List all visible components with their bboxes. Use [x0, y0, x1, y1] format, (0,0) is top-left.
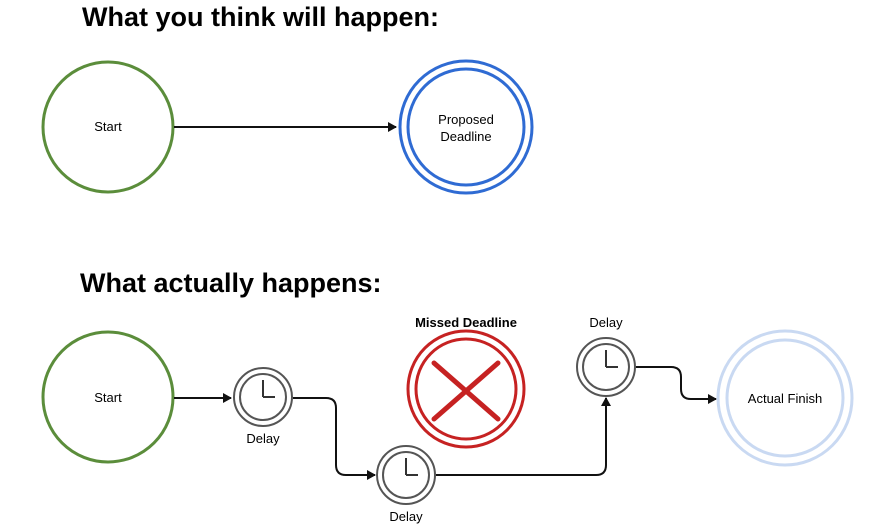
actual-start-label: Start: [94, 390, 122, 405]
heading-actual: What actually happens:: [80, 268, 382, 298]
delay-node-2: Delay: [376, 445, 436, 524]
actual-finish-node: Actual Finish: [716, 329, 854, 467]
expected-start-node: Start: [41, 60, 175, 194]
delay-node-1: Delay: [233, 367, 293, 446]
actual-finish-label: Actual Finish: [748, 391, 822, 406]
clock-icon: [376, 445, 436, 505]
x-mark-icon: [431, 360, 501, 422]
delay-node-3: Delay: [576, 315, 636, 397]
heading-expected: What you think will happen:: [82, 2, 439, 32]
proposed-deadline-label-line1: Proposed: [438, 112, 494, 127]
arrow-delay3-to-finish: [636, 366, 717, 404]
expected-start-label: Start: [94, 119, 122, 134]
clock-icon: [233, 367, 293, 427]
delay-label-1: Delay: [246, 431, 280, 446]
arrow-delay2-to-delay3: [436, 397, 611, 476]
proposed-deadline-label-line2: Deadline: [440, 129, 491, 144]
missed-deadline-label: Missed Deadline: [415, 315, 517, 330]
missed-deadline-node: Missed Deadline: [406, 315, 526, 449]
arrow-delay1-to-delay2: [293, 397, 376, 480]
proposed-deadline-node: Proposed Deadline: [398, 59, 534, 195]
delay-label-3: Delay: [589, 315, 623, 330]
clock-icon: [576, 337, 636, 397]
actual-start-node: Start: [41, 330, 175, 464]
delay-label-2: Delay: [389, 509, 423, 524]
